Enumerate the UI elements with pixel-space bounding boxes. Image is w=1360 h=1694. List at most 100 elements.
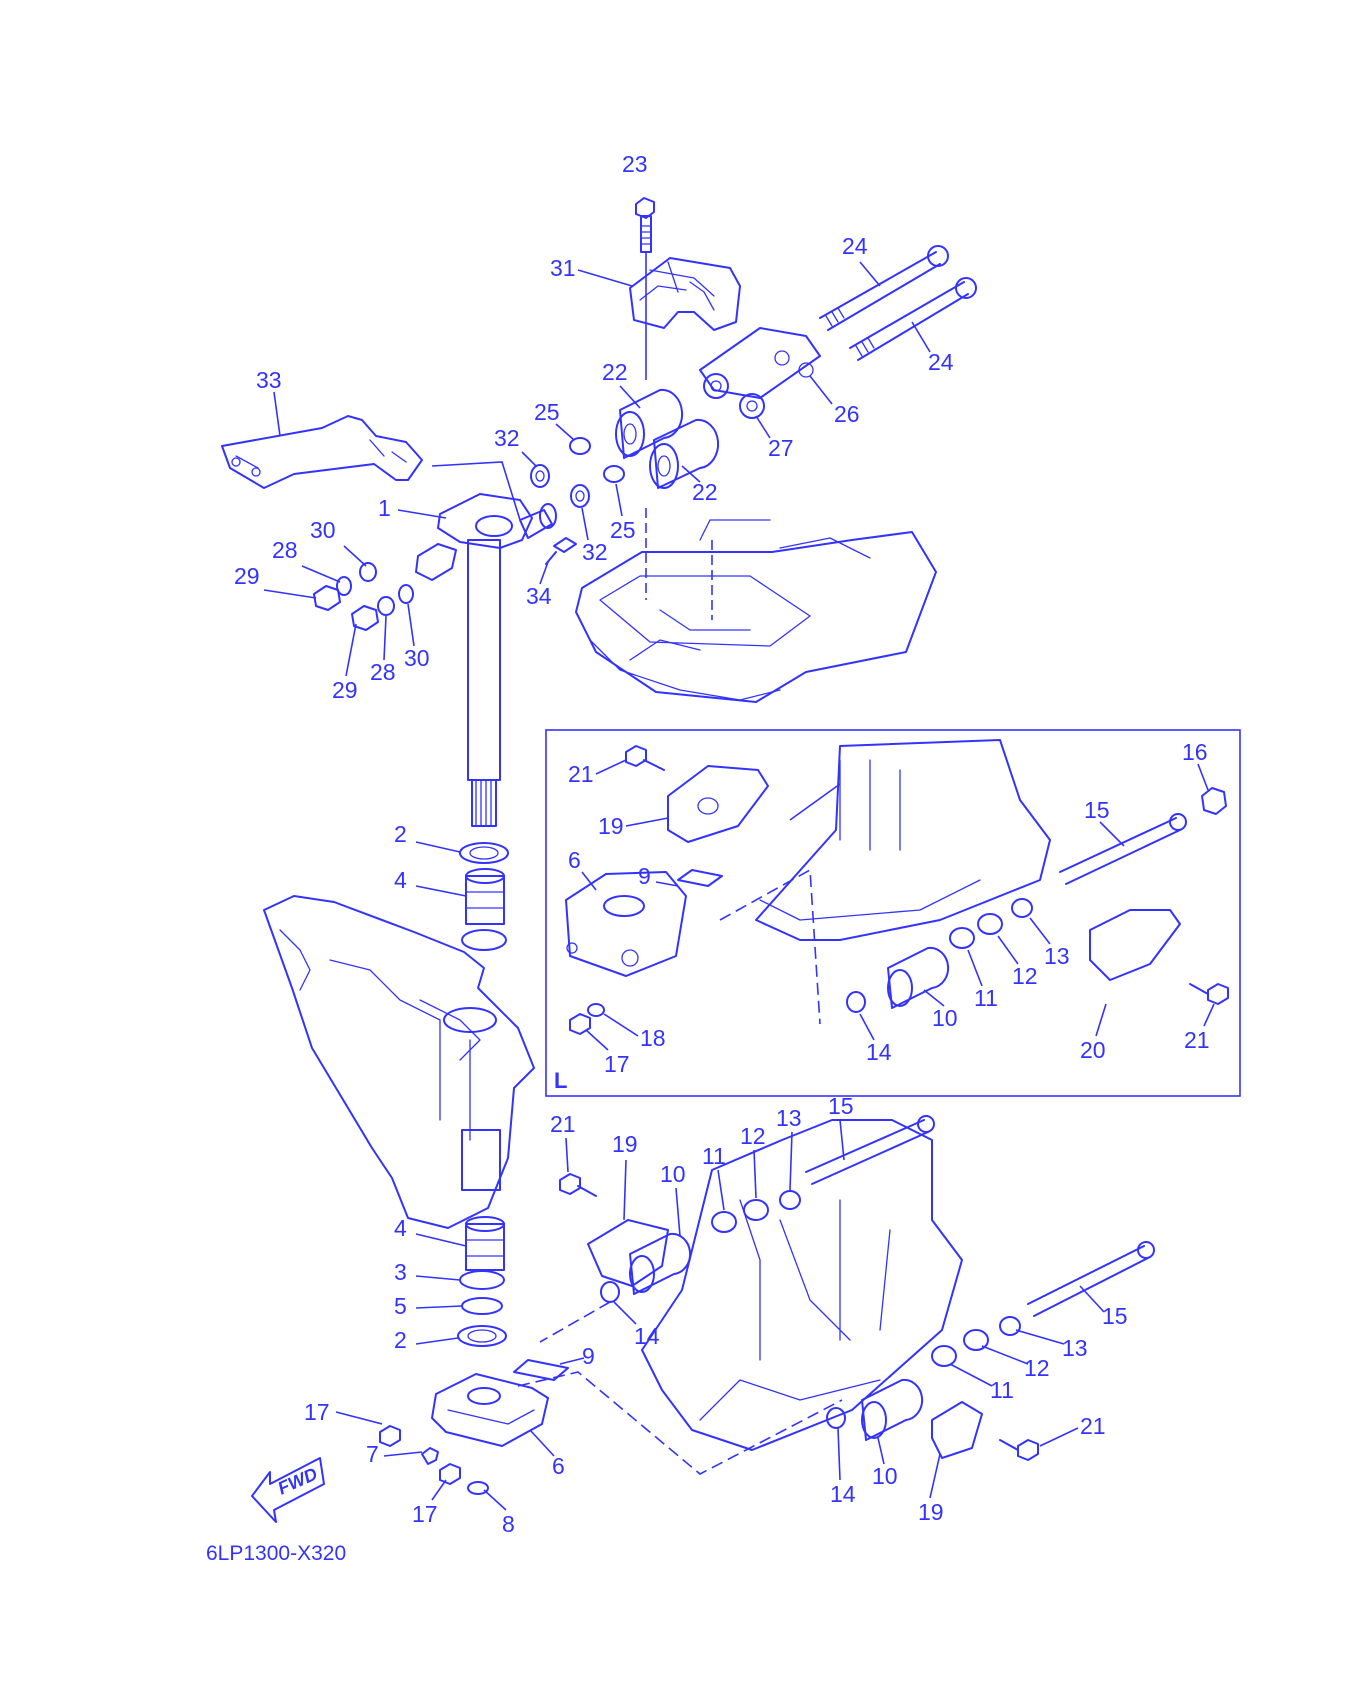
inset-part-6-bracket: [565, 871, 687, 977]
part-10-rubber-mounts-lower: [629, 1232, 924, 1441]
callout-28b: 28: [370, 659, 396, 685]
inset-callout-21b: 21: [1184, 1027, 1210, 1053]
fwd-arrow-icon: FWD: [251, 1457, 325, 1523]
callout-23: 23: [622, 151, 648, 177]
callout-b21b: 21: [1080, 1413, 1106, 1439]
callout-27: 27: [768, 435, 794, 461]
diagram-code: 6LP1300-X320: [206, 1542, 346, 1565]
part-24-through-bolts: [819, 245, 977, 361]
callout-b11b: 11: [990, 1377, 1014, 1403]
part-7-8-17-fasteners: [379, 1425, 489, 1495]
part-4-bushing-lower: [465, 1216, 505, 1271]
callout-31: 31: [550, 255, 576, 281]
part-3-5-2-washers: [457, 1270, 507, 1347]
callout-33: 33: [256, 367, 282, 393]
callout-b19a: 19: [612, 1131, 638, 1157]
inset-callout-11: 11: [974, 985, 998, 1011]
swivel-bracket: [263, 895, 535, 1229]
part-22-rubber-mounts: [615, 388, 720, 489]
callout-b12b: 12: [1024, 1355, 1050, 1381]
part-32-bushings: [530, 464, 590, 508]
inset-callout-16: 16: [1182, 739, 1208, 765]
callout-b17a: 17: [304, 1399, 330, 1425]
callout-1: 1: [378, 495, 391, 521]
inset-part-9-damper: [677, 869, 723, 887]
callout-24b: 24: [928, 349, 954, 375]
part-33-steering-arm: [221, 415, 423, 489]
inset-part-10-mount: [887, 946, 950, 1009]
callout-b10b: 10: [872, 1463, 898, 1489]
lower-casing: [641, 1119, 963, 1451]
inset-part-11-12-13-washers: [949, 898, 1033, 949]
part-6-lower-bracket: [431, 1373, 549, 1447]
callout-b6: 6: [552, 1453, 565, 1479]
part-19-covers-lower: [587, 1219, 983, 1459]
inset-callout-18: 18: [640, 1025, 666, 1051]
inset-part-15-bolt: [1059, 813, 1187, 885]
inset-callout-17: 17: [604, 1051, 630, 1077]
part-1-steering-shaft: [415, 493, 557, 827]
part-34-bolt: [545, 537, 577, 565]
callout-28a: 28: [272, 537, 298, 563]
callout-32b: 32: [582, 539, 608, 565]
callout-29b: 29: [332, 677, 358, 703]
inset-part-17-18-nut-washer: [569, 1003, 605, 1035]
inset-callout-6: 6: [568, 847, 581, 873]
callout-labels: 23 31 24 24 33 22 22 25 25 26 27 32 32 1…: [234, 151, 1215, 1537]
callout-b15b: 15: [1102, 1303, 1128, 1329]
inset-label-l: L: [554, 1068, 567, 1093]
callout-2b: 2: [394, 1327, 407, 1353]
inset-part-21-bolt-bottom: [1189, 983, 1229, 1005]
part-9-damper: [513, 1359, 569, 1381]
inset-part-16-nut: [1201, 787, 1227, 815]
callout-b13b: 13: [1062, 1335, 1088, 1361]
callout-b21a: 21: [550, 1111, 576, 1137]
callout-25a: 25: [534, 399, 560, 425]
inset-callout-10: 10: [932, 1005, 958, 1031]
callout-b19b: 19: [918, 1499, 944, 1525]
callout-34: 34: [526, 583, 552, 609]
part-4-bushing-upper: [465, 868, 505, 925]
callout-b8: 8: [502, 1511, 515, 1537]
callout-b14a: 14: [634, 1323, 660, 1349]
inset-callout-19: 19: [598, 813, 624, 839]
part-11-12-13-washers-lower: [711, 1190, 1021, 1367]
callout-b11a: 11: [702, 1143, 726, 1169]
inset-callout-14: 14: [866, 1039, 892, 1065]
callout-30b: 30: [404, 645, 430, 671]
part-2-washer-upper: [459, 842, 509, 864]
callout-30a: 30: [310, 517, 336, 543]
callout-22a: 22: [602, 359, 628, 385]
part-23-bolt: [635, 197, 655, 253]
part-21-bolts-lower: [559, 1173, 1039, 1461]
part-25-washers: [569, 437, 625, 483]
callout-24a: 24: [842, 233, 868, 259]
callout-4a: 4: [394, 867, 407, 893]
callout-25b: 25: [610, 517, 636, 543]
part-26-plate: [699, 327, 821, 399]
inset-callout-12: 12: [1012, 963, 1038, 989]
callout-29a: 29: [234, 563, 260, 589]
callout-b15a: 15: [828, 1093, 854, 1119]
callout-b9: 9: [582, 1343, 595, 1369]
inset-frame: [545, 729, 1241, 1097]
part-28-29-30-fasteners: [313, 562, 414, 631]
callout-b14b: 14: [830, 1481, 856, 1507]
part-27-nuts: [703, 373, 765, 419]
part-15-bolts-lower: [805, 1115, 1155, 1317]
callout-b17b: 17: [412, 1501, 438, 1527]
inset-part-20-cover: [1089, 909, 1181, 981]
part-14-washers-lower: [600, 1281, 846, 1429]
callout-b10a: 10: [660, 1161, 686, 1187]
inset-casing: [755, 739, 1051, 941]
callout-b13a: 13: [776, 1105, 802, 1131]
inset-callout-13: 13: [1044, 943, 1070, 969]
inset-part-19-cover: [667, 765, 769, 843]
callout-22b: 22: [692, 479, 718, 505]
callout-3: 3: [394, 1259, 407, 1285]
callout-4b: 4: [394, 1215, 407, 1241]
callout-b12a: 12: [740, 1123, 766, 1149]
inset-part-21-bolt-top: [625, 745, 665, 771]
callout-5: 5: [394, 1293, 407, 1319]
